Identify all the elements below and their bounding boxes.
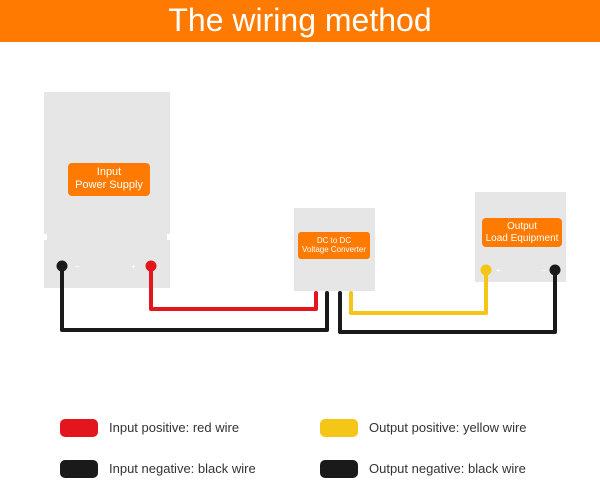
output-load-label: Output Load Equipment [482,218,562,247]
output-positive-wire [349,268,488,315]
legend-output-positive: Output positive: yellow wire [320,419,590,439]
legend-input-negative-text: Input negative: black wire [109,461,256,476]
dc-converter-label-line1: DC to DC [316,236,352,245]
mounting-notch-right [167,234,173,240]
input-power-negative-mark: − [75,262,80,271]
legend-input-positive-text: Input positive: red wire [109,420,240,435]
input-negative-wire [60,264,329,332]
output-load-positive-mark: + [496,266,501,275]
dc-converter-label: DC to DC Voltage Converter [298,232,370,259]
yellow-wire-swatch [320,419,358,437]
input-positive-wire [149,264,318,311]
input-power-supply-label-line1: Input [96,166,122,178]
black-wire-swatch [60,460,98,478]
legend-output-negative: Output negative: black wire [320,460,590,480]
input-power-supply-label-line2: Power Supply [75,178,143,191]
black-wire-swatch [320,460,358,478]
input-negative-terminal [56,260,68,272]
output-load-negative-mark: − [542,266,547,275]
output-load-label-line1: Output [506,221,538,232]
input-power-supply-label: Input Power Supply [68,163,150,196]
mounting-notch-left [41,234,47,240]
input-power-positive-mark: + [131,262,136,271]
dc-converter-label-line2: Voltage Converter [301,245,367,255]
page-title: The wiring method [168,2,432,38]
input-positive-terminal [145,260,157,272]
red-wire-swatch [60,419,98,437]
header-banner: The wiring method [0,0,600,42]
legend-input-negative: Input negative: black wire [60,460,300,480]
output-load-label-line2: Load Equipment [485,232,559,244]
legend-input-positive: Input positive: red wire [60,419,300,439]
output-negative-terminal [549,264,561,276]
output-negative-wire [338,268,557,334]
legend-output-negative-text: Output negative: black wire [369,461,526,476]
output-positive-terminal [480,264,492,276]
legend-output-positive-text: Output positive: yellow wire [369,420,527,435]
